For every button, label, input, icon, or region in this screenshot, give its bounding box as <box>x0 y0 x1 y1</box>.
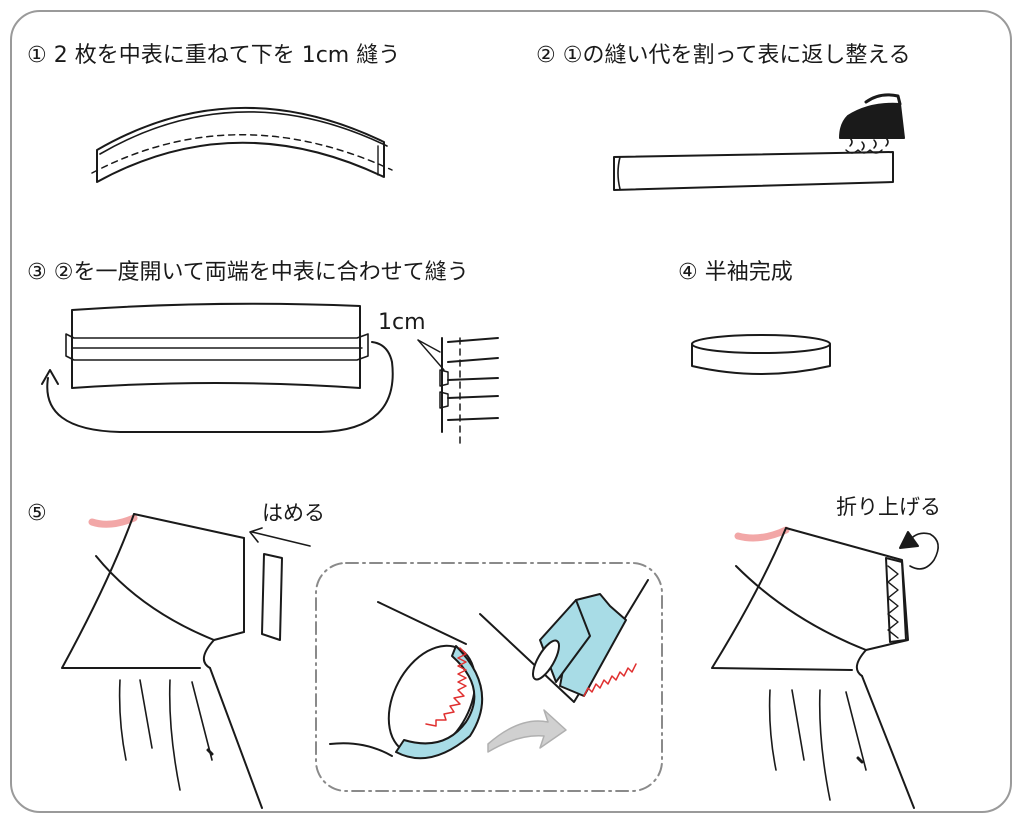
fold-up-label: 折り上げる <box>836 495 941 519</box>
inset-detail-box <box>315 562 663 792</box>
loop-arrow-icon <box>41 341 394 433</box>
insert-arrow-icon <box>249 527 311 547</box>
iron-icon <box>839 93 905 154</box>
seam-width-label: 1cm <box>378 310 426 335</box>
step4-cuff <box>691 334 831 375</box>
step1-curved-band <box>91 107 393 183</box>
step5-cuff-piece <box>261 553 283 641</box>
inset-folded-edge <box>479 579 649 703</box>
diagram-frame <box>10 10 1012 813</box>
step5-number: ⑤ <box>27 501 47 526</box>
step1-instruction: ① 2 枚を中表に重ねて下を 1cm 縫う <box>27 43 401 68</box>
step3-opened-band <box>65 302 369 389</box>
insert-label: はめる <box>262 501 325 525</box>
transition-arrow-icon <box>487 709 567 753</box>
step2-tube <box>613 151 894 191</box>
step3-instruction: ③ ②を一度開いて両端を中表に合わせて縫う <box>27 260 469 285</box>
fold-arrow-icon <box>899 531 939 570</box>
inset-sleeve-opening <box>329 601 484 760</box>
step3-seam-detail <box>417 337 499 445</box>
step5-left-sleeve <box>61 513 263 809</box>
step5-right-sleeve <box>711 526 915 809</box>
step4-instruction: ④ 半袖完成 <box>678 260 793 285</box>
step2-instruction: ② ①の縫い代を割って表に返し整える <box>536 43 911 68</box>
